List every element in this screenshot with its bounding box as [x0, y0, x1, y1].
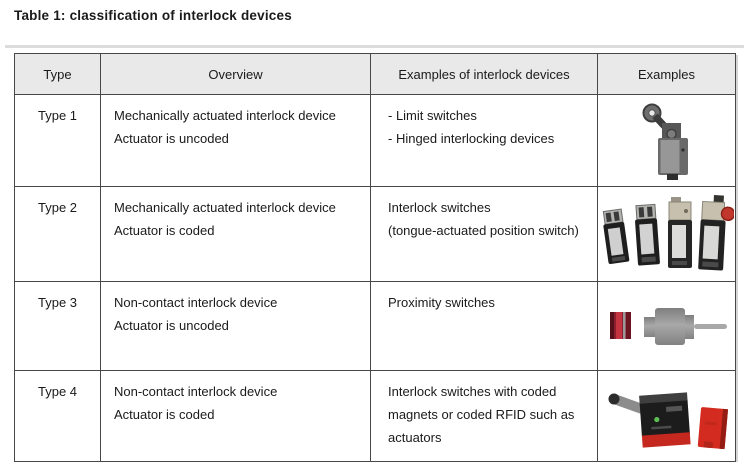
proximity-switch-photo — [609, 308, 727, 345]
limit-switch-photo — [642, 103, 688, 180]
table-row-type4: Type 4 Non-contact interlock device Actu… — [14, 370, 736, 462]
cell-overview: Mechanically actuated interlock device A… — [100, 186, 371, 282]
example-line: (tongue-actuated position switch) — [388, 223, 579, 238]
example-line: - Hinged interlocking devices — [388, 131, 555, 146]
cell-overview: Mechanically actuated interlock device A… — [100, 94, 371, 187]
cell-example-devices: - Limit switches - Hinged interlocking d… — [370, 94, 598, 187]
table-title: Table 1: classification of interlock dev… — [14, 8, 292, 23]
overview-line: Actuator is uncoded — [114, 318, 229, 333]
col-header-type: Type — [14, 53, 101, 95]
example-line: Interlock switches — [388, 200, 491, 215]
cell-example-devices: Interlock switches with coded magnets or… — [370, 370, 598, 462]
overview-line: Mechanically actuated interlock device — [114, 108, 336, 123]
page-divider — [5, 45, 744, 48]
rfid-interlock-switch-photo — [608, 392, 728, 450]
cell-type: Type 3 — [14, 281, 101, 371]
overview-line: Actuator is coded — [114, 223, 215, 238]
cell-example-photo — [597, 94, 736, 187]
overview-line: Non-contact interlock device — [114, 384, 278, 399]
overview-line: Non-contact interlock device — [114, 295, 278, 310]
cell-type: Type 1 — [14, 94, 101, 187]
interlock-switches-photo — [602, 195, 734, 271]
table-row-type2: Type 2 Mechanically actuated interlock d… — [14, 186, 736, 282]
table-row-type1: Type 1 Mechanically actuated interlock d… — [14, 94, 736, 187]
example-line: magnets or coded RFID such as — [388, 407, 575, 422]
cell-example-photo — [597, 186, 736, 282]
interlock-classification-table: Type Overview Examples of interlock devi… — [14, 53, 736, 462]
header-row: Type Overview Examples of interlock devi… — [14, 53, 736, 95]
cell-example-photo — [597, 281, 736, 371]
overview-line: Actuator is coded — [114, 407, 215, 422]
overview-line: Actuator is uncoded — [114, 131, 229, 146]
cell-example-devices: Proximity switches — [370, 281, 598, 371]
example-line: actuators — [388, 430, 442, 445]
col-header-examples-devices: Examples of interlock devices — [370, 53, 598, 95]
table-row-type3: Type 3 Non-contact interlock device Actu… — [14, 281, 736, 371]
example-line: Proximity switches — [388, 295, 495, 310]
col-header-overview: Overview — [100, 53, 371, 95]
cell-overview: Non-contact interlock device Actuator is… — [100, 370, 371, 462]
cell-example-devices: Interlock switches (tongue-actuated posi… — [370, 186, 598, 282]
col-header-examples: Examples — [597, 53, 736, 95]
cell-overview: Non-contact interlock device Actuator is… — [100, 281, 371, 371]
example-line: - Limit switches — [388, 108, 477, 123]
cell-example-photo — [597, 370, 736, 462]
example-line: Interlock switches with coded — [388, 384, 557, 399]
overview-line: Mechanically actuated interlock device — [114, 200, 336, 215]
cell-type: Type 4 — [14, 370, 101, 462]
cell-type: Type 2 — [14, 186, 101, 282]
